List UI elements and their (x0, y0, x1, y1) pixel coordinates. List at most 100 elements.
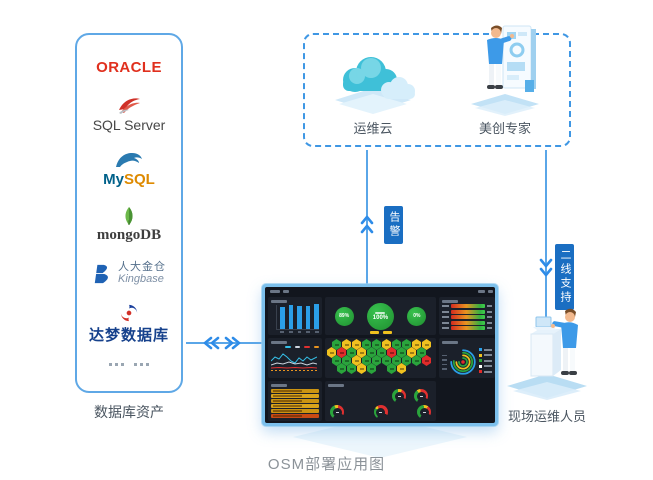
hex-grid-panel (325, 338, 436, 378)
hex-cell (397, 347, 406, 358)
hex-cell (337, 363, 346, 374)
gradient-bar-row (442, 320, 492, 325)
dot (115, 363, 118, 367)
hex-grid (327, 339, 434, 374)
bar (314, 304, 319, 329)
hex-cell (332, 339, 341, 350)
gauge (417, 405, 431, 419)
alert-row (271, 399, 319, 403)
radial-axis-stubs (442, 354, 447, 370)
more-dots (109, 363, 149, 367)
gradient-bar-row (442, 309, 492, 314)
hex-cell (382, 355, 391, 366)
dameng-logo: 达梦数据库 (89, 304, 169, 345)
line-chart-panel (268, 338, 322, 378)
gradient-bar (451, 320, 485, 325)
ops-cloud-item: 运维云 (331, 52, 415, 137)
hex-cell (372, 339, 381, 350)
gauge (373, 405, 388, 419)
legend-text-stub (484, 365, 492, 368)
hex-cell (362, 355, 371, 366)
hex-row (332, 355, 434, 366)
bar-chart-bars (276, 304, 319, 330)
gauge-center (332, 407, 342, 417)
hex-cell (387, 347, 396, 358)
gradient-bars-panel (439, 297, 495, 335)
bar (280, 307, 285, 329)
expert-label: 美创专家 (478, 121, 531, 136)
status-circles-panel: 89% 100% 0% (325, 297, 436, 335)
hex-cell (327, 347, 336, 358)
database-assets-label: 数据库资产 (94, 404, 164, 420)
legend-chips (369, 331, 392, 334)
dot (121, 363, 124, 367)
hex-cell (337, 347, 346, 358)
hex-row (332, 339, 434, 350)
status-circle-right: 0% (407, 306, 427, 326)
gauges-panel (325, 381, 436, 421)
alert-table-panel (268, 381, 322, 421)
legend-swatch (479, 353, 482, 357)
legend-swatch (479, 364, 482, 368)
line-chart-legend (285, 346, 319, 348)
legend-row (479, 370, 492, 374)
ops-cloud-label: 运维云 (353, 121, 393, 136)
dashboard-screen: 89% 100% 0% (265, 287, 495, 423)
hex-cell (387, 363, 396, 374)
chevrons-down-icon (539, 258, 553, 277)
support-connector-line (545, 150, 547, 322)
gradient-bar (451, 326, 485, 331)
alert-row (271, 389, 319, 393)
gauge (414, 389, 428, 403)
gradient-bar-row (442, 304, 492, 308)
hex-cell (332, 355, 341, 366)
onsite-operator-label: 现场运维人员 (507, 409, 586, 424)
legend-row (479, 364, 492, 368)
bar (288, 305, 294, 329)
bar-chart-ticks (280, 331, 319, 333)
kingbase-logo: 人大金仓 Kingbase (92, 262, 166, 285)
legend-swatch (479, 348, 482, 352)
gauge-center (416, 391, 426, 401)
gradient-bar (451, 315, 485, 320)
sqlserver-icon (119, 98, 140, 114)
hex-cell (402, 339, 411, 350)
hex-cell (347, 363, 356, 374)
radial-chart (450, 349, 476, 375)
legend-text-stub (484, 359, 492, 362)
database-assets-box: ORACLE SQL Server MySQL mongoDB (75, 33, 183, 393)
hex-cell (377, 347, 386, 358)
gradient-bar-value (487, 316, 492, 319)
chevrons-right-icon (224, 336, 241, 350)
bar-chart-panel (268, 297, 322, 335)
diagram-caption: OSM部署应用图 (267, 456, 386, 473)
hex-cell (422, 355, 431, 366)
oracle-logo: ORACLE (96, 59, 162, 76)
hex-cell (357, 363, 366, 374)
hex-cell (382, 339, 391, 350)
support-badge: 二线支持 (555, 244, 574, 310)
sqlserver-wordmark: SQL Server (92, 116, 166, 133)
legend-text-stub (484, 354, 492, 357)
hex-row (327, 363, 434, 374)
gauge-row-bottom (328, 405, 433, 419)
hex-cell (342, 339, 351, 350)
gradient-bar-row (442, 315, 492, 320)
hex-cell (352, 339, 361, 350)
hex-cell (417, 347, 426, 358)
remote-ops-box: 运维云 (303, 25, 571, 147)
gradient-bar-label (442, 321, 449, 324)
gradient-bar-value (487, 305, 492, 307)
mysql-wordmark: MySQL (103, 171, 155, 189)
gauge-row-top (328, 389, 433, 403)
legend-row (479, 353, 492, 357)
hex-cell (392, 339, 401, 350)
dameng-wordmark: 达梦数据库 (88, 327, 169, 344)
hex-cell (367, 363, 376, 374)
hex-cell (372, 355, 381, 366)
gauge (330, 405, 344, 419)
mysql-logo: MySQL (103, 151, 155, 188)
onsite-operator-icon (507, 308, 587, 400)
oracle-wordmark: ORACLE (96, 59, 162, 77)
